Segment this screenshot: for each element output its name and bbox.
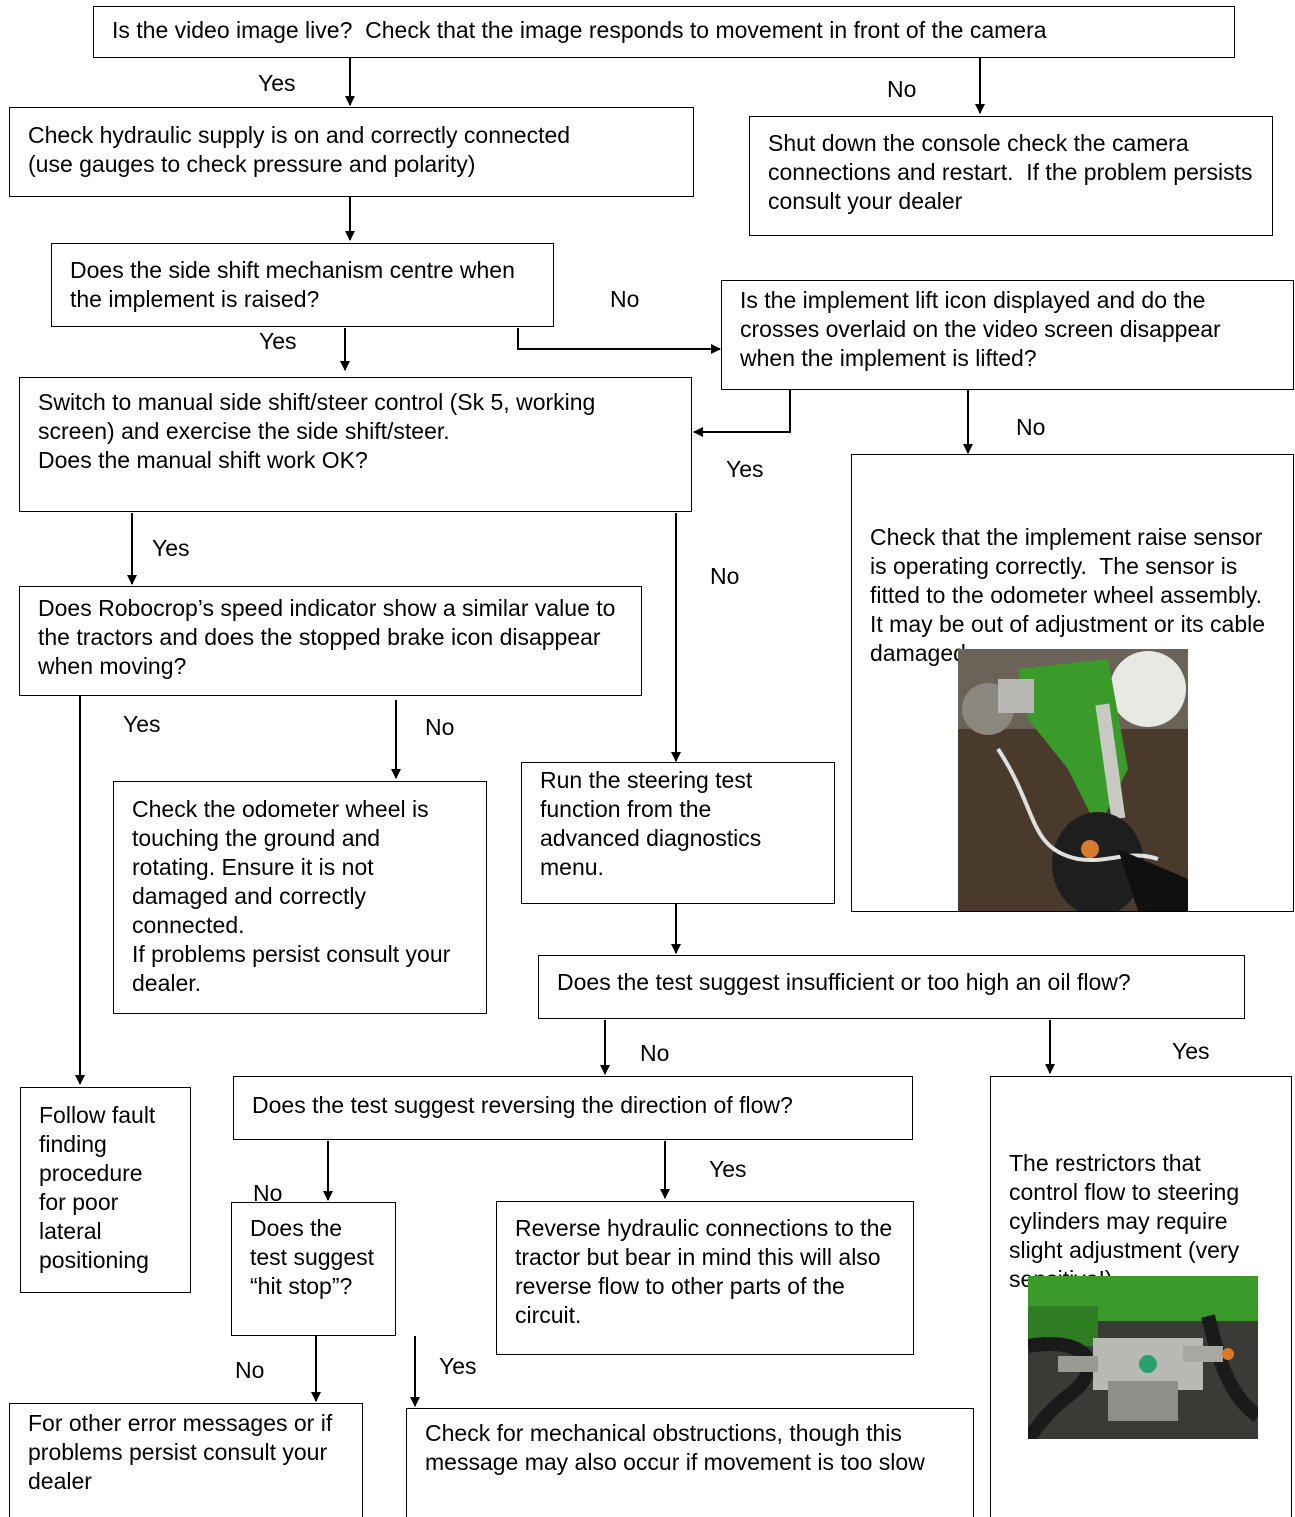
hit-stop-question-box: Does the test suggest “hit stop”? — [231, 1202, 396, 1336]
label-n1-yes: Yes — [258, 70, 296, 96]
label-n15-yes: Yes — [439, 1353, 477, 1379]
restrictor-adjust-text: The restrictors that control flow to ste… — [1009, 1150, 1240, 1292]
label-n13-no: No — [253, 1180, 283, 1206]
label-n8-yes: Yes — [123, 711, 161, 737]
odometer-wheel-check-box: Check the odometer wheel is touching the… — [113, 781, 487, 1014]
restart-console-box: Shut down the console check the camera c… — [749, 116, 1273, 236]
odometer-wheel-sensor-photo — [958, 649, 1188, 911]
side-shift-centre-question-box: Does the side shift mechanism centre whe… — [51, 243, 554, 327]
oil-flow-question-box: Does the test suggest insufficient or to… — [538, 955, 1245, 1019]
label-n15-no: No — [235, 1357, 265, 1383]
other-errors-box: For other error messages or if problems … — [9, 1403, 363, 1517]
arrow-n5-yes — [693, 390, 791, 437]
live-video-question-box: Is the video image live? Check that the … — [93, 6, 1235, 58]
hydraulic-supply-check-box: Check hydraulic supply is on and correct… — [9, 107, 694, 197]
label-n5-yes: Yes — [726, 456, 764, 482]
raise-sensor-text: Check that the implement raise sensor is… — [870, 524, 1275, 666]
speed-indicator-question-box: Does Robocrop’s speed indicator show a s… — [19, 586, 642, 696]
arrow-n4-no — [517, 328, 721, 354]
hydraulic-restrictor-block-photo — [1028, 1276, 1258, 1439]
lateral-positioning-box: Follow fault finding procedure for poor … — [20, 1087, 191, 1293]
label-n13-yes: Yes — [709, 1156, 747, 1182]
reverse-connections-box: Reverse hydraulic connections to the tra… — [496, 1201, 914, 1355]
label-n6-yes: Yes — [152, 535, 190, 561]
label-n11-yes: Yes — [1172, 1038, 1210, 1064]
mechanical-obstruction-box: Check for mechanical obstructions, thoug… — [406, 1408, 974, 1517]
label-n5-no: No — [1016, 414, 1046, 440]
label-n11-no: No — [640, 1040, 670, 1066]
reverse-flow-question-box: Does the test suggest reversing the dire… — [233, 1076, 913, 1140]
steering-test-box: Run the steering test function from the … — [521, 762, 835, 904]
label-n4-yes: Yes — [259, 328, 297, 354]
label-n1-no: No — [887, 76, 917, 102]
manual-shift-box: Switch to manual side shift/steer contro… — [19, 377, 692, 512]
label-n6-no: No — [710, 563, 740, 589]
label-n4-no: No — [610, 286, 640, 312]
lift-icon-question-box: Is the implement lift icon displayed and… — [721, 280, 1294, 390]
label-n8-no: No — [425, 714, 455, 740]
